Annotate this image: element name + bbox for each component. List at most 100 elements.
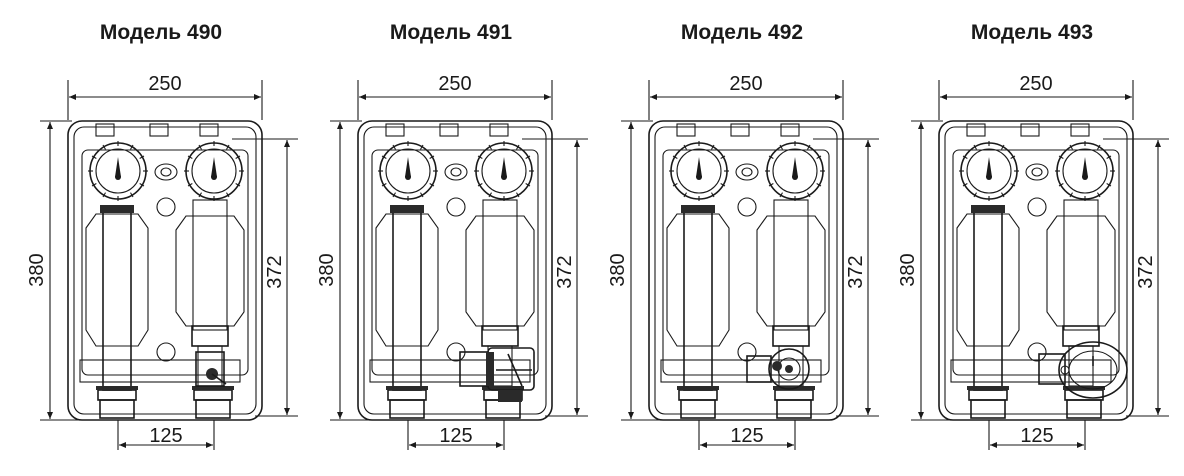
arrowhead (1155, 140, 1161, 147)
arrowhead (337, 412, 343, 419)
mixer-body (768, 348, 810, 390)
spacing-dimension: 125 (988, 420, 1086, 450)
bezel-notch (1106, 183, 1112, 187)
arrowhead (284, 140, 290, 147)
left-flange (971, 205, 1005, 213)
bezel-notch (91, 183, 97, 187)
right-thermometer (765, 141, 825, 201)
bezel-notch (807, 192, 811, 198)
right-fitting (1066, 399, 1102, 419)
width-dimension: 250 (938, 73, 1134, 120)
bezel-notch (381, 183, 387, 187)
right-thermometer (474, 141, 534, 201)
thermometer-face (385, 148, 431, 194)
bezel-notch (235, 183, 241, 187)
mixer-spindle (785, 365, 793, 373)
right-pipe-coupling (772, 325, 810, 347)
bezel-notch (130, 192, 134, 198)
right-thermometer (1055, 141, 1115, 201)
left-fitting (99, 399, 135, 419)
center-connector-core (741, 167, 753, 177)
right-union-ring (192, 386, 234, 390)
bezel-notch (488, 144, 492, 150)
bezel-notch (683, 144, 687, 150)
arrowhead (206, 442, 213, 448)
left-union-nut (968, 389, 1008, 401)
bezel-notch (807, 144, 811, 150)
bezel-notch (429, 183, 435, 187)
bezel-notch (381, 155, 387, 159)
left-pipe (973, 207, 1003, 391)
bezel-notch (962, 155, 968, 159)
thermometer-face (772, 148, 818, 194)
mounting-hole (446, 197, 466, 217)
housing-rib (95, 123, 115, 137)
arrowhead (835, 94, 842, 100)
ball-valve-handle (211, 373, 227, 385)
housing-rib (676, 123, 696, 137)
housing-outline (357, 120, 553, 421)
housing-inner-outline (363, 126, 547, 415)
thermometer-face (676, 148, 722, 194)
left-pipe (102, 207, 132, 391)
valve-ball (195, 351, 227, 387)
bezel-notch (1097, 144, 1101, 150)
bezel-notch (1069, 144, 1073, 150)
bezel-notch (711, 144, 715, 150)
width-label: 250 (148, 73, 181, 95)
arrowhead (1125, 94, 1132, 100)
housing-rib (966, 123, 986, 137)
thermometer-needle (792, 157, 798, 177)
bezel-notch (102, 144, 106, 150)
spacing-label: 125 (1020, 425, 1053, 447)
arrowhead (990, 442, 997, 448)
center-connector (735, 163, 759, 181)
actuator-housing (1058, 341, 1128, 399)
arrowhead (47, 412, 53, 419)
mixer-port-left (772, 361, 782, 371)
bezel-notch (1069, 192, 1073, 198)
width-label: 250 (438, 73, 471, 95)
bezel-notch (130, 144, 134, 150)
bezel-notch (429, 155, 435, 159)
bezel-notch (1010, 183, 1016, 187)
housing-outline (67, 120, 263, 421)
bezel-notch (1106, 155, 1112, 159)
right-insulation-shell (465, 215, 535, 327)
bezel-notch (711, 192, 715, 198)
bezel-notch (720, 183, 726, 187)
arrowhead (1155, 408, 1161, 415)
width-label: 250 (1019, 73, 1052, 95)
arrowhead (496, 442, 503, 448)
bezel-notch (816, 183, 822, 187)
mixer-collar (486, 352, 494, 386)
width-dimension: 250 (648, 73, 844, 120)
bezel-notch (525, 183, 531, 187)
needle-hub (115, 174, 121, 180)
left-thermometer (88, 141, 148, 201)
actuator-indicator (1060, 365, 1070, 375)
valve-mixer4 (746, 348, 810, 390)
center-connector (444, 163, 468, 181)
housing-rib (149, 123, 169, 137)
center-connector (154, 163, 178, 181)
center-connector-core (1031, 167, 1043, 177)
spacing-label: 125 (439, 425, 472, 447)
center-connector (1025, 163, 1049, 181)
bezel-notch (672, 183, 678, 187)
inner-height-label: 372 (845, 255, 867, 288)
left-fitting (680, 399, 716, 419)
left-pipe-column (666, 205, 730, 419)
housing-outline (648, 120, 844, 421)
arrowhead (574, 408, 580, 415)
outer-height-dimension: 380 (26, 120, 100, 421)
left-thermometer (669, 141, 729, 201)
left-flange (681, 205, 715, 213)
bezel-notch (1010, 155, 1016, 159)
bezel-notch (683, 192, 687, 198)
center-connector-core (160, 167, 172, 177)
left-pipe-column (85, 205, 149, 419)
